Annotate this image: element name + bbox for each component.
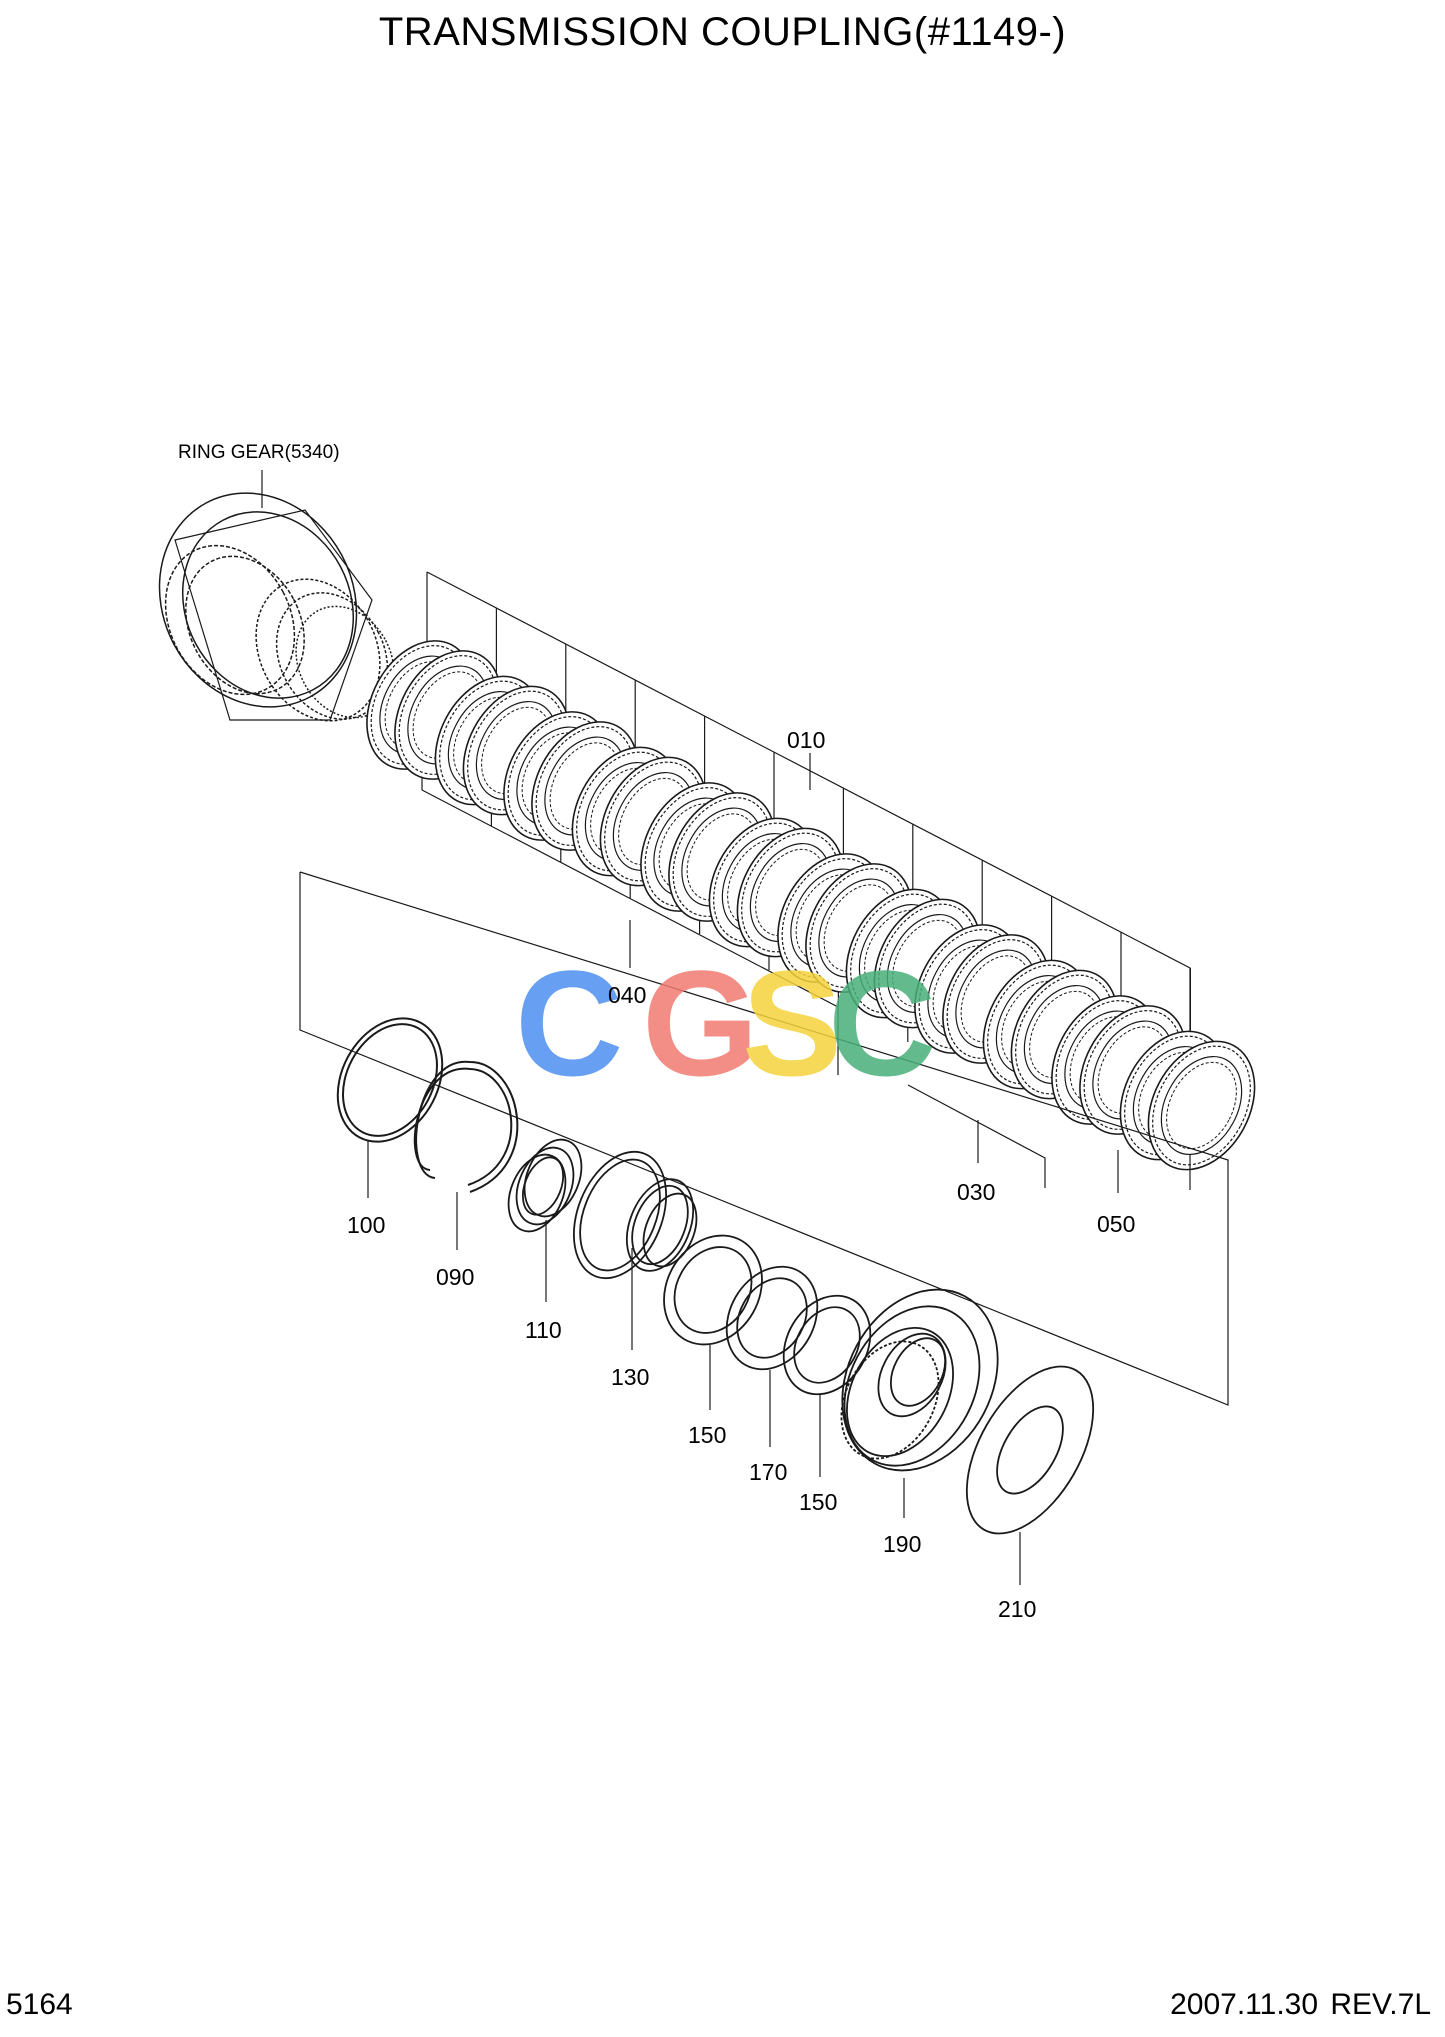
callout-100: 100 [347,1212,385,1238]
washer-150-b [782,1294,872,1396]
watermark-letter: C [828,939,936,1107]
callout-190: 190 [883,1531,921,1557]
steel-plate [1147,1040,1256,1171]
callout-210: 210 [998,1596,1036,1622]
spring-110 [507,1138,583,1233]
disc-210 [965,1365,1095,1535]
callout-150-a: 150 [688,1422,726,1448]
callout-050: 050 [1097,1211,1135,1237]
lower-kit-bracket [299,871,1229,1406]
watermark-letter: G [642,939,759,1107]
callout-150-b: 150 [799,1489,837,1515]
watermark-letter: C [515,939,623,1107]
washer-170 [725,1265,819,1371]
cylinder-190 [840,1288,999,1472]
piston-130 [572,1150,698,1280]
page-title: TRANSMISSION COUPLING(#1149-) [378,10,1067,54]
page-number: 5164 [6,1988,73,2021]
clutch-plate-stack [366,640,1256,1171]
revision-date: 2007.11.30 REV.7L [1170,1988,1431,2021]
ring-gear-reference-label: RING GEAR(5340) [178,442,340,463]
ring-gear-housing [158,492,395,722]
leader-lines [367,753,1191,1585]
watermark-letter: S [742,939,842,1107]
callout-090: 090 [436,1264,474,1290]
callout-040: 040 [608,982,646,1008]
callout-110: 110 [525,1317,562,1343]
snap-ring-100 [336,1017,444,1143]
cgsc-watermark: C G S C [515,939,936,1107]
callout-030: 030 [957,1179,995,1205]
callout-130: 130 [611,1364,649,1390]
snap-ring-090 [413,1060,519,1193]
callout-170: 170 [749,1459,787,1485]
washer-150-a [663,1234,763,1346]
callout-010: 010 [787,727,825,753]
